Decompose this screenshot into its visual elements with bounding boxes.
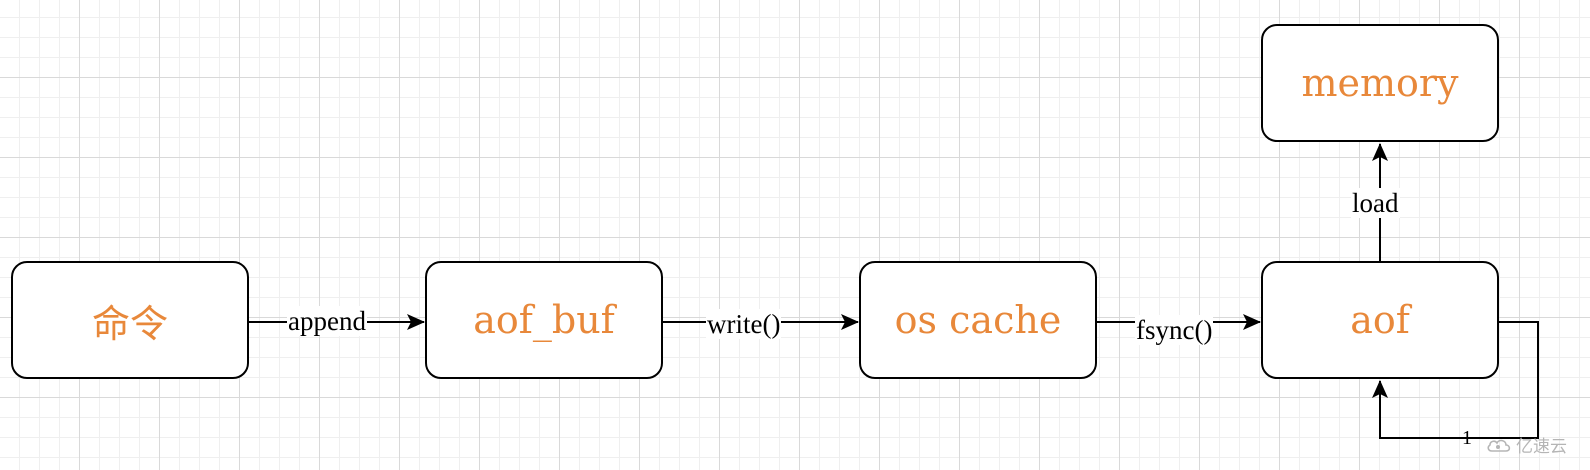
node-os-cache-label: os cache xyxy=(894,298,1062,342)
cloud-logo-icon xyxy=(1487,439,1511,452)
edge-label-loop-fragment: 1 xyxy=(1462,427,1472,449)
edge-aof-loop xyxy=(1372,321,1539,439)
watermark-text: 亿速云 xyxy=(1516,437,1567,457)
node-os-cache: os cache xyxy=(859,261,1097,379)
node-aof: aof xyxy=(1261,261,1499,379)
edge-label-load: load xyxy=(1351,188,1400,218)
watermark: 亿速云 xyxy=(1486,432,1567,457)
node-aof-label: aof xyxy=(1350,298,1410,342)
node-aof-buf: aof_buf xyxy=(425,261,663,379)
node-memory: memory xyxy=(1261,24,1499,142)
edge-label-write: write() xyxy=(706,309,782,339)
edge-label-append: append xyxy=(287,306,367,336)
edge-label-fsync: fsync() xyxy=(1135,315,1214,345)
node-command-label: 命令 xyxy=(91,301,168,346)
node-memory-label: memory xyxy=(1301,61,1459,105)
node-aof-buf-label: aof_buf xyxy=(473,298,615,342)
node-command: 命令 xyxy=(11,261,249,379)
